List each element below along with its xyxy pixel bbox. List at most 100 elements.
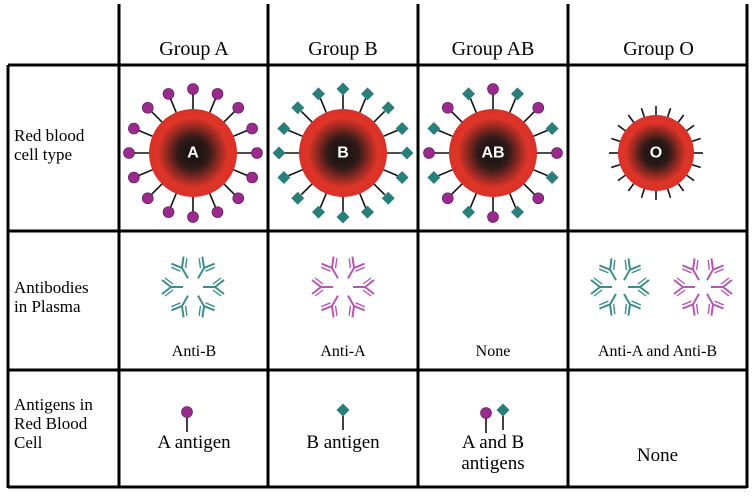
caption-none-antibodies: None [475, 343, 511, 360]
antigen-stalk [372, 110, 386, 124]
cell-letter: AB [481, 145, 504, 162]
antibody [628, 277, 650, 297]
antibody [347, 256, 366, 279]
antigen-b-marker [360, 87, 374, 101]
antigen-b-marker [291, 191, 305, 205]
antigen-a-marker [441, 192, 454, 205]
antigen-b-marker [545, 122, 559, 136]
antigen-stalk [531, 168, 548, 177]
antibody [170, 295, 189, 318]
antibody [197, 256, 216, 279]
antigen-stalk [288, 129, 305, 138]
antigen-b-marker [462, 205, 476, 219]
red-blood-cell-a: A [123, 83, 263, 223]
antigen-stalk [169, 191, 178, 208]
antigen-b-marker [291, 101, 305, 115]
antibody [320, 256, 339, 279]
a-antigen-icon [480, 407, 492, 433]
antibody [711, 277, 733, 297]
antigen-stalk [288, 168, 305, 177]
antigen-a-marker [162, 206, 175, 218]
antigen-stalk [372, 182, 386, 196]
antigen-a-marker [141, 101, 154, 114]
antigen-stalk [300, 182, 314, 196]
antigen-b-marker [427, 170, 441, 184]
caption-b-antigen: B antigen [306, 432, 380, 453]
table-grid [6, 4, 749, 489]
antigen-a-marker [162, 88, 175, 100]
a-antigen-icon [181, 406, 193, 432]
antigen-stalk [358, 98, 367, 115]
antigen-b-diamond [496, 403, 510, 417]
antigen-stalk [208, 98, 217, 115]
antigen-b-marker [312, 87, 326, 101]
antibody [623, 293, 642, 316]
antigen-a-marker [423, 147, 435, 159]
antigen-stalk [319, 98, 328, 115]
antigen-b-marker [277, 122, 291, 136]
antigen-b-marker [462, 87, 476, 101]
antigen-a-marker [532, 192, 545, 205]
antigen-stalk [522, 182, 536, 196]
antigen-stalk [319, 191, 328, 208]
antibody [320, 295, 339, 318]
antigen-stalk [150, 110, 164, 124]
cell-body [449, 109, 537, 197]
antigen-stalk [358, 191, 367, 208]
antigen-stalk [508, 98, 517, 115]
antigen-b-marker [277, 170, 291, 184]
antigen-a-marker [532, 101, 545, 114]
row-label-antibodies: Antibodies in Plasma [14, 278, 89, 316]
antibody [598, 293, 617, 316]
cell-letter: O [650, 145, 662, 162]
antibody [598, 258, 617, 281]
cell-body [618, 115, 694, 191]
antigen-stalk [450, 182, 464, 196]
antigen-a-marker [211, 88, 224, 100]
antigen-a-marker [246, 122, 258, 135]
antibody [170, 256, 189, 279]
anti-b-antibody-cluster-o [590, 258, 650, 316]
row-label-line: Cell [14, 433, 43, 453]
caption-a-antigen: A antigen [157, 432, 231, 453]
antigen-b-marker [381, 101, 395, 115]
antigen-b-marker [312, 205, 326, 219]
row-label-line: Red blood [14, 126, 85, 145]
antibody [623, 258, 642, 281]
row-label-antigens: Antigens in Red Blood Cell [14, 395, 93, 452]
caption-none-antigens: None [636, 445, 679, 466]
antigen-stalk [450, 110, 464, 124]
row-label-line: in Plasma [14, 297, 81, 317]
row-label-line: Antigens in [14, 395, 93, 414]
anti-a-antibody-cluster [311, 256, 375, 318]
antigen-stalk [231, 168, 248, 177]
antigen-stalk [381, 129, 398, 138]
antigen-stalk [222, 110, 236, 124]
antigen-b-marker [510, 205, 524, 219]
antigen-a-marker [141, 192, 154, 205]
antigen-stalk [531, 129, 548, 138]
antigen-stalk [169, 98, 178, 115]
cell-body [149, 109, 237, 197]
antigen-stalk [469, 98, 478, 115]
antigen-a-marker [128, 171, 140, 184]
antigen-b-marker [360, 205, 374, 219]
antigen-stalk [381, 168, 398, 177]
antigen-a-marker [246, 171, 258, 184]
caption-a-and-b-antigens: A and B antigens [418, 432, 568, 475]
header-group-ab: Group AB [451, 38, 535, 60]
antigen-b-marker [427, 122, 441, 136]
antigen-stalk [138, 168, 155, 177]
antigen-a-marker [211, 206, 224, 218]
antigen-a-marker [232, 192, 245, 205]
antigen-a-marker [187, 211, 199, 223]
b-antigen-icon [336, 403, 350, 430]
antibody [311, 277, 333, 297]
antibody [197, 295, 216, 318]
row-label-red-blood-cell-type: Red blood cell type [14, 126, 84, 164]
antibody [203, 277, 225, 297]
header-group-a: Group A [159, 38, 229, 60]
antibody [681, 293, 700, 316]
